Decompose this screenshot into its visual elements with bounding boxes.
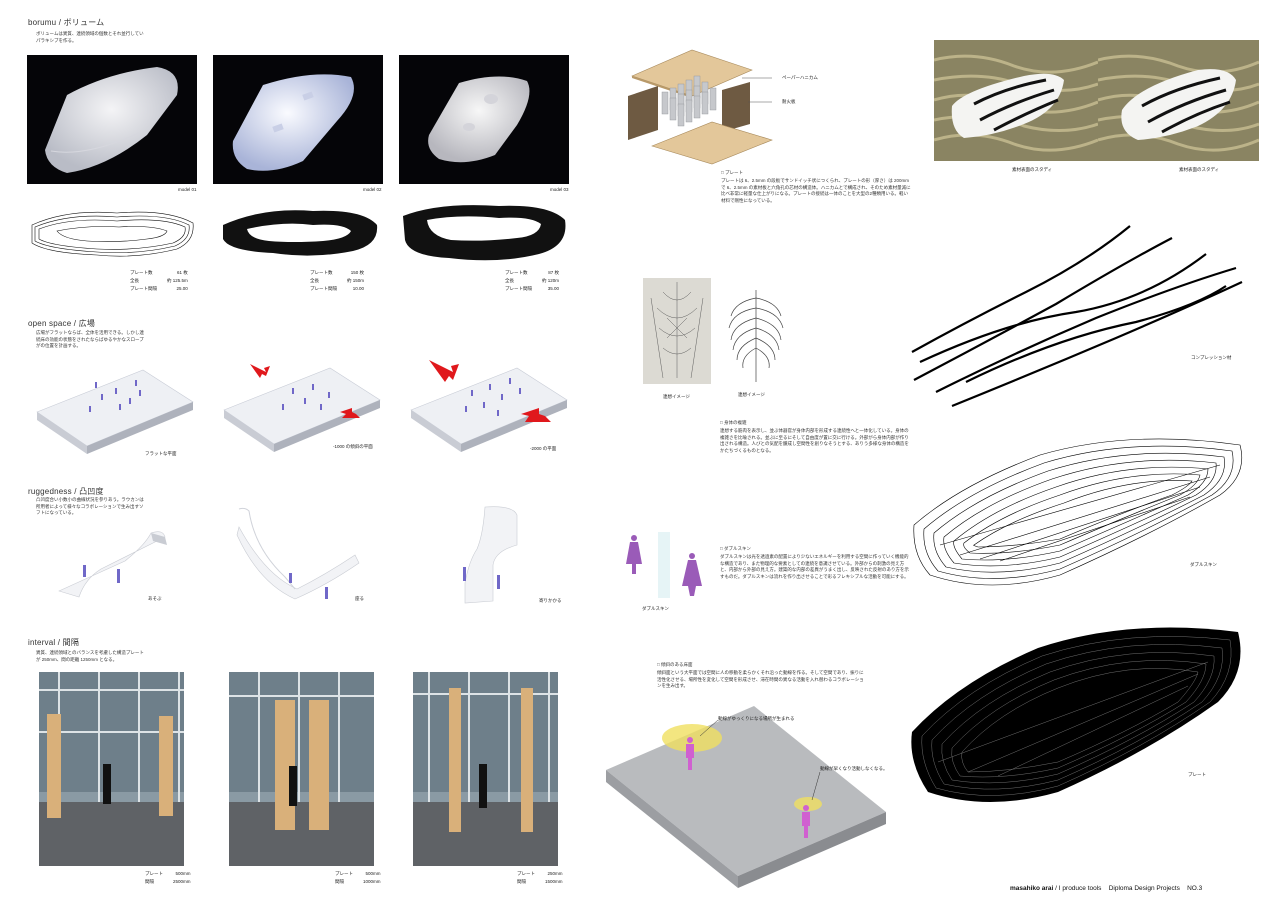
material-caption-01: 素材表面のスタディ xyxy=(1012,167,1053,172)
anatomy-desc: 連想する筋肉を表示し、並ぶ体器官が身体内部を形成する連続性へと一体化している。身… xyxy=(720,428,909,453)
plate-wireframe xyxy=(908,612,1248,812)
footer-separator: / xyxy=(1055,885,1059,892)
material-photo-02 xyxy=(1098,40,1259,161)
anatomy-caption-01: 連想イメージ xyxy=(663,394,690,399)
slope-diagram xyxy=(604,700,889,892)
contour-drawing-03 xyxy=(399,200,569,266)
doubleskin-heading: □ ダブルスキン xyxy=(720,546,751,551)
openspace-slab-02 xyxy=(222,358,382,453)
compression-caption: コンプレッション材 xyxy=(1191,355,1232,360)
model-label-01: model 01 xyxy=(178,187,197,192)
ruggedness-form-02 xyxy=(235,505,365,605)
interval-desc: 異質、連続領域とのバランスを考慮した構造プレートが 250mm、間の距離 125… xyxy=(36,650,144,662)
ruggedness-form-01 xyxy=(55,525,180,605)
interval-photo-01 xyxy=(39,672,184,866)
footer: masahiko arai / I produce tools Diploma … xyxy=(1010,885,1202,892)
plate-heading: □ プレート xyxy=(721,170,743,175)
volume-desc: ボリュームは異質、連続領域の個数とそれ並行していパラキシブを作る。 xyxy=(36,31,144,43)
footer-author: masahiko arai xyxy=(1010,885,1054,892)
openspace-title: open space / 広場 xyxy=(28,319,96,328)
anatomy-image-01 xyxy=(643,278,711,384)
doubleskin-wireframe xyxy=(910,425,1248,595)
openspace-slab-03 xyxy=(409,358,569,455)
footer-course: Diploma Design Projects xyxy=(1108,885,1180,892)
doubleskin-desc: ダブルスキンは光を透過素の配置により少ないエネルギーを利用する空間に作っていく機… xyxy=(720,554,909,579)
ruggedness-desc: 凸凹度合い小数小の曲線状況を参りあう。ラウカンは所用者によって様々なコラボレーシ… xyxy=(36,497,144,515)
anatomy-caption-02: 連想イメージ xyxy=(738,392,765,397)
model-photo-03 xyxy=(399,55,569,184)
interval-title: interval / 間隔 xyxy=(28,638,80,647)
model-photo-02 xyxy=(213,55,383,184)
openspace-desc: 広場がフラットならば、全体を活用できる。しかし連続床の効能の状態をされたならばゆ… xyxy=(36,330,144,348)
ruggedness-title: ruggedness / 凸凹度 xyxy=(28,487,104,496)
volume-title: borumu / ボリューム xyxy=(28,18,105,27)
openspace-label-01: フラットな平面 xyxy=(145,451,177,456)
model-photo-01 xyxy=(27,55,197,184)
openspace-slab-01 xyxy=(35,360,195,455)
openspace-label-02: -1000 の傾斜の平面 xyxy=(333,444,373,449)
slope-desc: 傾斜面という大平面では空間に人の移動を柔らかくそれ沿った動線を作る。そして空間で… xyxy=(657,670,864,688)
material-caption-02: 素材表面のスタディ xyxy=(1179,167,1220,172)
plate-wireframe-caption: プレート xyxy=(1188,772,1206,777)
ruggedness-label-03: 寄りかかる xyxy=(539,598,562,603)
slope-note-01: 動線がゆっくりになる場所が生まれる xyxy=(718,716,795,721)
footer-page-number: NO.3 xyxy=(1187,885,1203,892)
anatomy-heading: □ 身体の複雑 xyxy=(720,420,747,425)
material-photo-01 xyxy=(934,40,1098,161)
ruggedness-label-02: 座る xyxy=(355,596,364,601)
openspace-label-03: -2000 の平面 xyxy=(530,446,557,451)
doubleskin-figures xyxy=(622,530,712,602)
anatomy-image-02 xyxy=(725,286,787,386)
slope-note-02: 動線が早くなり活動しなくなる。 xyxy=(820,766,888,771)
slope-heading: □ 傾斜のある床面 xyxy=(657,662,693,667)
doubleskin-caption: ダブルスキン xyxy=(642,606,669,611)
compression-lines-drawing xyxy=(906,222,1246,412)
contour-drawing-02 xyxy=(213,203,383,263)
interval-photo-02 xyxy=(229,672,374,866)
interval-photo-03 xyxy=(413,672,558,866)
footer-title: I produce tools xyxy=(1058,885,1102,892)
contour-drawing-01 xyxy=(27,203,197,263)
plate-desc: プレートは 6、2.5mm の段板でサンドイッチ状につくられ、プレートの形（厚さ… xyxy=(721,178,911,203)
plate-label-fireboard: 耐火板 xyxy=(782,99,796,104)
ruggedness-form-03 xyxy=(455,505,530,605)
plate-exploded-diagram xyxy=(622,40,782,170)
ruggedness-label-01: あそぶ xyxy=(148,596,162,601)
plate-label-honeycomb: ペーパーハニカム xyxy=(782,75,818,80)
model-label-03: model 03 xyxy=(550,187,569,192)
doubleskin-wireframe-caption: ダブルスキン xyxy=(1190,562,1217,567)
model-label-02: model 02 xyxy=(363,187,382,192)
